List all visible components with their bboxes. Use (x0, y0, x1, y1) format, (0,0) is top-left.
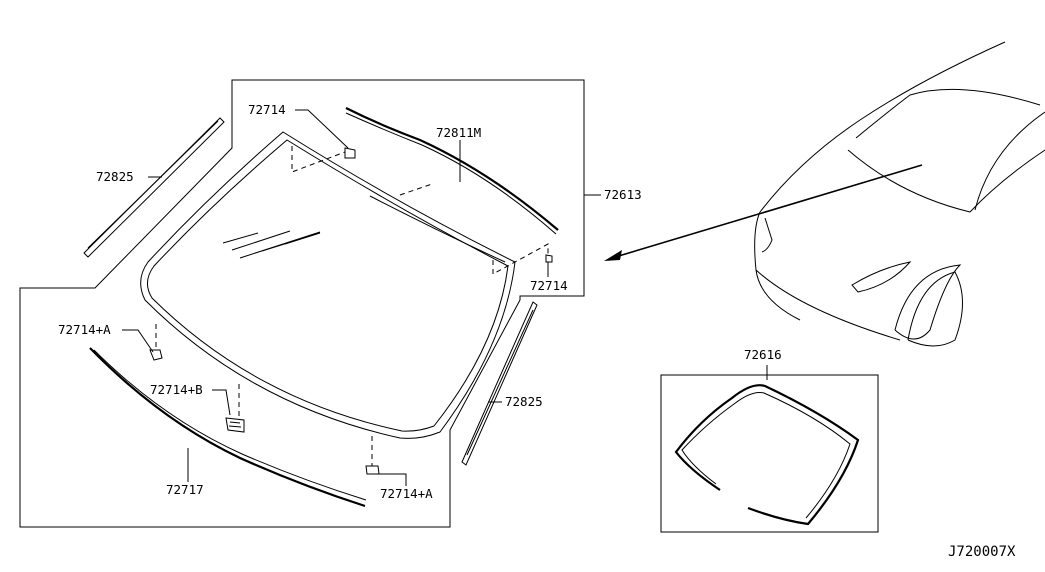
assembly-outline (19, 79, 585, 528)
label-windshield: 72613 (604, 187, 642, 202)
side-molding-left (83, 117, 225, 258)
clip-b (225, 384, 245, 433)
clip-a-bottom (365, 436, 380, 475)
side-molding-right (461, 301, 538, 466)
label-clip-a-bottom: 72714+A (380, 486, 433, 501)
dam-seal (674, 384, 860, 526)
label-side-molding-left: 72825 (96, 169, 134, 184)
label-side-molding-right: 72825 (505, 394, 543, 409)
label-top-molding: 72811M (436, 125, 481, 140)
label-clip-top: 72714 (248, 102, 286, 117)
label-clip-b: 72714+B (150, 382, 203, 397)
clip-right (492, 243, 553, 275)
diagram-code: J720007X (948, 544, 1016, 560)
cowl-seal (89, 347, 367, 508)
clip-a-left (149, 324, 163, 361)
clip-top (291, 146, 356, 173)
car-silhouette (754, 41, 1045, 347)
direction-arrow (604, 164, 923, 261)
leader-lines (122, 109, 768, 486)
label-dam-seal: 72616 (744, 347, 782, 362)
dam-seal-box (660, 374, 879, 533)
label-clip-right: 72714 (530, 278, 568, 293)
windshield-glass (140, 131, 516, 439)
label-clip-a-left: 72714+A (58, 322, 111, 337)
top-molding (345, 107, 559, 235)
label-cowl-seal: 72717 (166, 482, 204, 497)
